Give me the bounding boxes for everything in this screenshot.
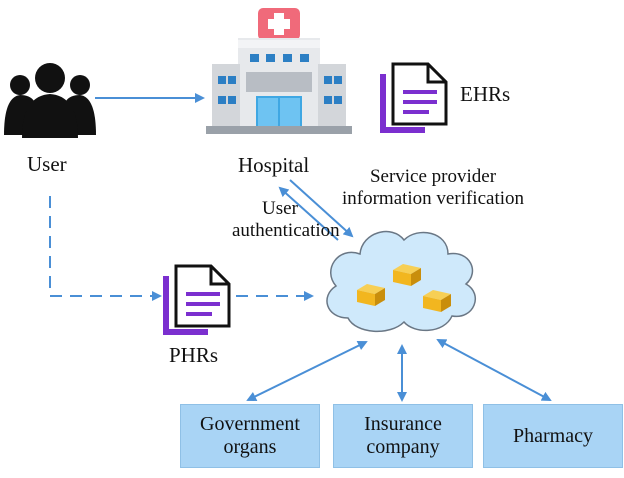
arrow-cloud-pharmacy xyxy=(436,339,552,401)
document-icon xyxy=(163,264,231,335)
arrow-cloud-to-hospital xyxy=(278,186,339,241)
government-organs-label: Government organs xyxy=(200,413,300,458)
service-verification-label: Service provider information verificatio… xyxy=(338,166,528,210)
hospital-building-icon xyxy=(206,8,352,134)
arrow-cloud-government xyxy=(246,341,368,401)
user-authentication-label: User authentication xyxy=(232,198,340,242)
insurance-company-label: Insurance company xyxy=(364,413,442,458)
insurance-company-box: Insurance company xyxy=(333,404,473,468)
user-authentication-line2: authentication xyxy=(232,220,340,241)
government-organs-box: Government organs xyxy=(180,404,320,468)
pharmacy-box: Pharmacy xyxy=(483,404,623,468)
data-block-icon xyxy=(393,264,421,286)
users-icon xyxy=(4,63,96,138)
arrow-user-to-phrs xyxy=(49,196,162,301)
ehrs-label: EHRs xyxy=(460,82,511,106)
pharmacy-label: Pharmacy xyxy=(513,424,593,447)
data-block-icon xyxy=(357,284,385,306)
user-label: User xyxy=(27,152,67,176)
document-icon xyxy=(380,62,448,133)
phrs-label: PHRs xyxy=(169,343,219,367)
arrow-hospital-to-cloud xyxy=(289,179,354,238)
user-authentication-line1: User xyxy=(262,198,298,219)
data-block-icon xyxy=(423,290,451,312)
service-verification-line1: Service provider xyxy=(369,166,497,187)
service-verification-line2: information verification xyxy=(341,188,525,209)
hospital-label: Hospital xyxy=(238,153,310,177)
